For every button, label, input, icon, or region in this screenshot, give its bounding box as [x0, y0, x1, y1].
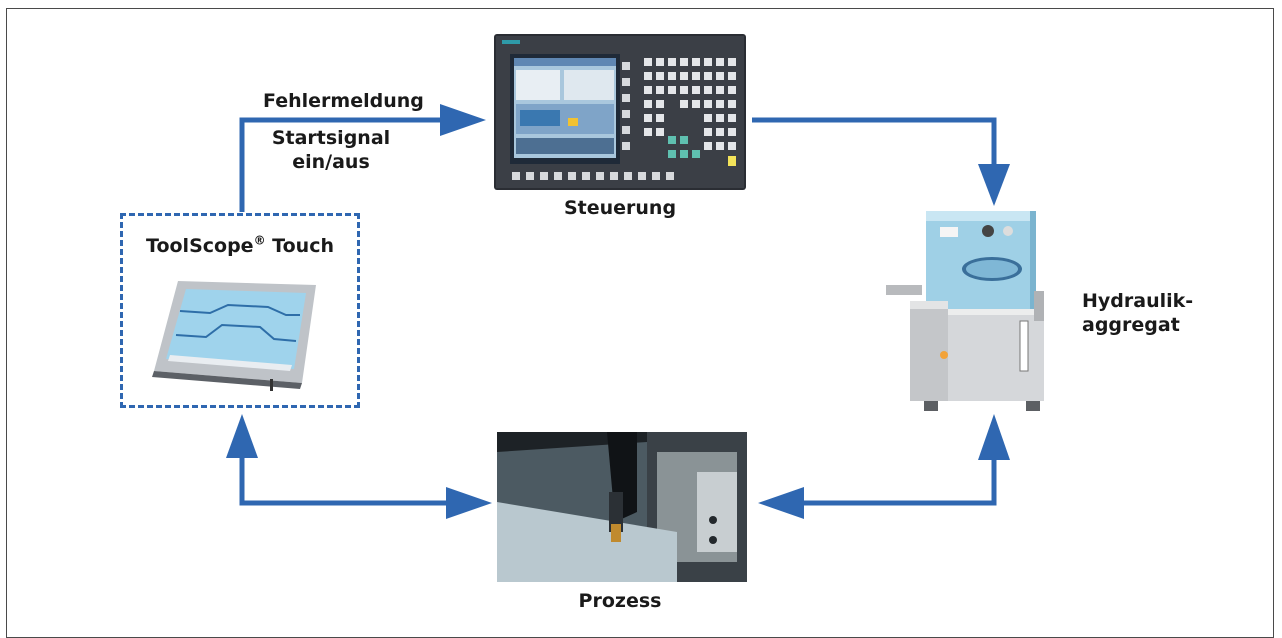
label-toolscope-reg: ® — [253, 233, 266, 248]
label-toolscope-name: ToolScope — [146, 235, 254, 257]
label-hydraulik-line1: Hydraulik- — [1082, 290, 1194, 312]
label-steuerung: Steuerung — [563, 197, 677, 219]
arrowhead-to-hydraulik-bottom — [978, 414, 1010, 460]
arrow-toolscope-to-steuerung — [239, 117, 444, 212]
label-hydraulik: Hydraulik- aggregat — [1082, 289, 1193, 337]
hydraulic-unit-icon — [886, 211, 1044, 411]
machining-process-photo-icon — [497, 432, 747, 582]
arrowhead-to-prozess-right — [758, 487, 804, 519]
label-startsignal: Startsignal ein/aus — [266, 126, 396, 174]
arrowhead-to-hydraulik — [978, 164, 1010, 206]
toolscope-dashed-box — [120, 213, 360, 408]
arrowhead-to-prozess-left — [446, 487, 492, 519]
arrow-hydraulik-prozess — [798, 458, 997, 506]
cnc-control-panel-icon — [494, 34, 746, 190]
label-startsignal-line1: Startsignal — [271, 127, 391, 149]
label-prozess: Prozess — [578, 590, 662, 612]
toolscope-tablet-icon — [152, 281, 316, 391]
label-toolscope-suffix: Touch — [265, 235, 334, 257]
arrowhead-to-toolscope — [226, 414, 258, 458]
label-fehlermeldung: Fehlermeldung — [263, 90, 424, 112]
label-startsignal-line2: ein/aus — [292, 151, 370, 173]
label-hydraulik-line2: aggregat — [1082, 314, 1180, 336]
arrow-steuerung-to-hydraulik — [752, 117, 997, 168]
label-toolscope: ToolScope® Touch — [120, 234, 360, 258]
flow-arrows — [226, 104, 1010, 519]
arrowhead-to-steuerung — [440, 104, 486, 136]
arrow-toolscope-prozess — [239, 458, 450, 506]
